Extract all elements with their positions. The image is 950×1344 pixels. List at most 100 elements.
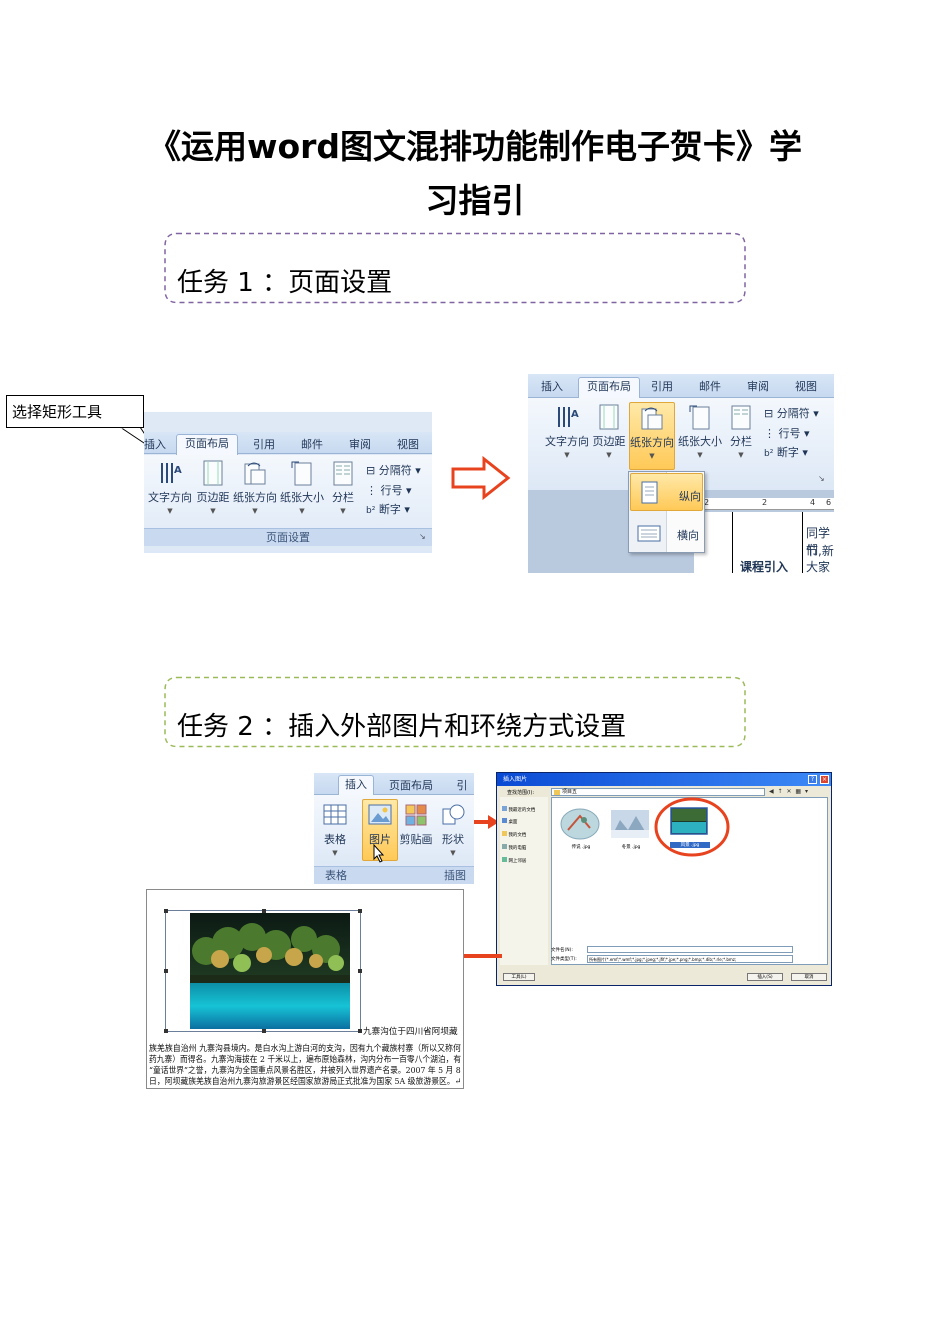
tab-mailings[interactable]: 邮件 bbox=[301, 438, 323, 451]
insert-label: 插入(S) bbox=[757, 975, 773, 980]
place-computer[interactable]: 我的电脑 bbox=[502, 844, 526, 851]
task2-dashed-frame bbox=[164, 676, 746, 748]
place-documents-label: 我的文档 bbox=[508, 833, 527, 838]
clipart-button[interactable]: 剪贴画 bbox=[398, 803, 434, 847]
tab-view[interactable]: 视图 bbox=[795, 380, 817, 393]
doc-fragment: 大家的 bbox=[806, 560, 831, 573]
dialog-launcher-icon[interactable]: ↘ bbox=[818, 474, 825, 483]
file-item[interactable]: 传说 .jpg bbox=[560, 806, 602, 854]
text-direction-button[interactable]: A 文字方向 ▼ bbox=[542, 404, 592, 459]
hyphenation-button[interactable]: b² 断字 ▾ bbox=[366, 503, 410, 516]
size-label: 纸张大小 bbox=[678, 435, 722, 448]
tab-mailings[interactable]: 邮件 bbox=[699, 380, 721, 393]
breaks-label: 分隔符 bbox=[378, 464, 412, 477]
tab-insert[interactable]: 插入 bbox=[144, 438, 166, 451]
menu-item-portrait[interactable]: 纵向 bbox=[630, 473, 703, 511]
tools-button[interactable]: 工具(L) bbox=[503, 973, 535, 981]
filetype-select[interactable]: 所有图片(*.emf;*.wmf;*.jpg;*.jpeg;*.jfif;*.j… bbox=[587, 955, 793, 963]
dialog-toolbar-icons[interactable]: ◀ ↑ ✕ ▦ ▾ bbox=[769, 788, 809, 795]
tab-references[interactable]: 引用 bbox=[253, 438, 275, 451]
breaks-button[interactable]: ⊟ 分隔符 ▾ bbox=[366, 464, 421, 477]
ruler-mark: 6 bbox=[826, 498, 832, 507]
line-numbers-button[interactable]: ⋮ 行号 ▾ bbox=[366, 484, 412, 497]
columns-button[interactable]: 分栏 ▼ bbox=[326, 460, 360, 515]
document-snippet: 九寨沟位于四川省阿坝藏 族羌族自治州 九寨沟县境内。是白水沟上游白河的支沟，因有… bbox=[146, 889, 464, 1089]
resize-handle[interactable] bbox=[358, 909, 362, 913]
tab-page-layout[interactable]: 页面布局 bbox=[578, 377, 640, 399]
text-direction-button[interactable]: A 文字方向 ▼ bbox=[146, 460, 194, 515]
cancel-button[interactable]: 取消 bbox=[791, 973, 827, 981]
table-button[interactable]: 表格 ▼ bbox=[318, 803, 352, 857]
documents-icon bbox=[502, 831, 507, 836]
doc-fragment: 节,新 bbox=[806, 544, 834, 558]
tab-review[interactable]: 审阅 bbox=[349, 438, 371, 451]
resize-handle[interactable] bbox=[164, 1029, 168, 1033]
filename-input[interactable] bbox=[587, 946, 793, 953]
tab-references[interactable]: 引 bbox=[456, 779, 468, 792]
file-item[interactable]: 冬景 .jpg bbox=[610, 806, 652, 854]
svg-text:A: A bbox=[174, 465, 182, 476]
file-item-selected[interactable]: 风景 .jpg bbox=[670, 804, 710, 852]
filename-label: 文件名(N): bbox=[551, 948, 573, 953]
resize-handle[interactable] bbox=[262, 909, 266, 913]
resize-handle[interactable] bbox=[164, 909, 168, 913]
task1-label: 任务 1 ：页面设置 bbox=[177, 268, 393, 298]
paper-size-icon bbox=[689, 405, 710, 430]
margins-button[interactable]: 页边距 ▼ bbox=[590, 404, 628, 459]
task2-label: 任务 2 ：插入外部图片和环绕方式设置 bbox=[177, 712, 627, 742]
callout-box: 选择矩形工具 bbox=[6, 395, 144, 428]
lookin-select[interactable]: 项目五 bbox=[551, 788, 765, 796]
group-label-page-setup: 页面设置 bbox=[144, 528, 432, 546]
right-arrow-icon bbox=[451, 456, 511, 500]
orientation-button[interactable]: 纸张方向 ▼ bbox=[232, 460, 278, 515]
tab-view[interactable]: 视图 bbox=[397, 438, 419, 451]
columns-icon bbox=[731, 405, 751, 430]
columns-icon bbox=[333, 461, 353, 486]
size-button[interactable]: 纸张大小 ▼ bbox=[676, 404, 724, 459]
breaks-button[interactable]: ⊟ 分隔符 ▾ bbox=[764, 407, 819, 420]
picture-button[interactable]: 图片 bbox=[362, 799, 398, 863]
place-network-label: 网上邻居 bbox=[508, 859, 527, 864]
place-documents[interactable]: 我的文档 bbox=[502, 831, 526, 838]
size-button[interactable]: 纸张大小 ▼ bbox=[278, 460, 326, 515]
tab-page-layout[interactable]: 页面布局 bbox=[176, 434, 238, 455]
insert-button[interactable]: 插入(S) bbox=[747, 973, 783, 981]
tab-page-layout[interactable]: 页面布局 bbox=[389, 779, 433, 792]
help-icon[interactable]: ? bbox=[808, 775, 817, 784]
group-label-illustrations: 插图 bbox=[358, 866, 474, 884]
place-recent[interactable]: 我最近的文档 bbox=[502, 806, 535, 813]
highlight-circle bbox=[654, 797, 730, 857]
line-numbers-button[interactable]: ⋮ 行号 ▾ bbox=[764, 427, 810, 440]
shapes-button[interactable]: 形状 ▼ bbox=[436, 803, 470, 857]
margins-icon bbox=[203, 460, 223, 486]
dialog-launcher-icon[interactable]: ↘ bbox=[419, 532, 426, 541]
orientation-button[interactable]: 纸张方向 ▼ bbox=[629, 402, 675, 470]
menu-item-landscape[interactable]: 横向 bbox=[629, 513, 704, 555]
place-recent-label: 我最近的文档 bbox=[508, 808, 536, 813]
file-thumbnail bbox=[611, 810, 649, 838]
close-icon[interactable]: × bbox=[820, 775, 829, 784]
place-desktop[interactable]: 桌面 bbox=[502, 818, 517, 825]
resize-handle[interactable] bbox=[164, 969, 168, 973]
clipart-icon bbox=[405, 804, 427, 826]
hyphenation-button[interactable]: b² 断字 ▾ bbox=[764, 446, 808, 459]
tab-insert[interactable]: 插入 bbox=[541, 380, 563, 393]
dialog-title-bar: 插入图片 bbox=[497, 773, 831, 786]
resize-handle[interactable] bbox=[358, 969, 362, 973]
resize-handle[interactable] bbox=[262, 1029, 266, 1033]
document-title-line2: 习指引 bbox=[425, 181, 525, 220]
orientation-icon bbox=[244, 462, 266, 485]
tab-references[interactable]: 引用 bbox=[651, 380, 673, 393]
landscape-label: 横向 bbox=[677, 529, 699, 542]
file-list: 传说 .jpg 冬景 .jpg 风景 .jpg bbox=[551, 797, 828, 965]
tab-insert[interactable]: 插入 bbox=[338, 775, 374, 796]
resize-handle[interactable] bbox=[358, 1029, 362, 1033]
doc-fragment: 同学们 bbox=[806, 526, 831, 557]
tab-review[interactable]: 审阅 bbox=[747, 380, 769, 393]
margins-button[interactable]: 页边距 ▼ bbox=[194, 460, 232, 515]
task1-ribbon-right: 插入 页面布局 引用 邮件 审阅 视图 A 文字方向 ▼ 页边距 ▼ 纸张方向 … bbox=[528, 374, 834, 573]
shapes-icon bbox=[442, 804, 465, 825]
place-network[interactable]: 网上邻居 bbox=[502, 857, 526, 864]
columns-button[interactable]: 分栏 ▼ bbox=[724, 404, 758, 459]
inserted-picture[interactable] bbox=[164, 909, 362, 1033]
